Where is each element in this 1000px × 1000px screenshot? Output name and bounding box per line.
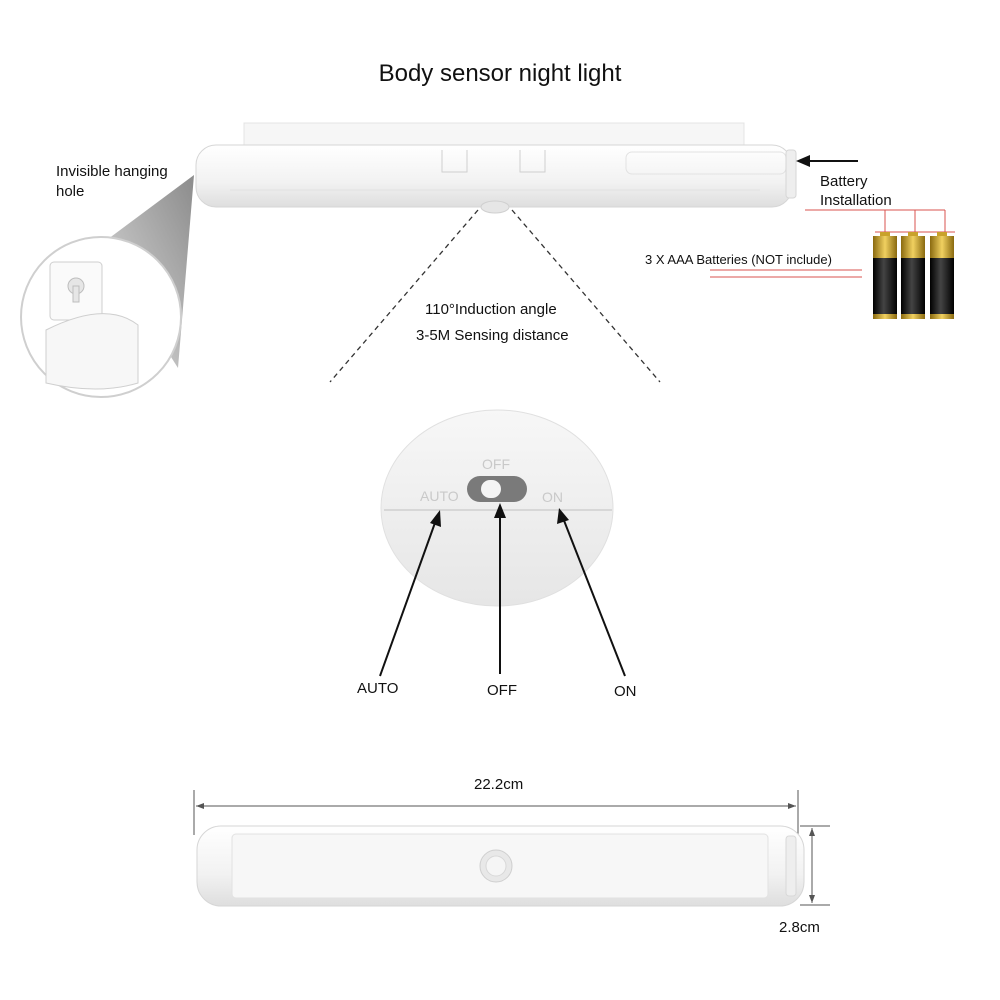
switch-arrows: [379, 503, 626, 677]
aaa-battery-3: [930, 232, 954, 319]
top-light-bar: [195, 122, 797, 214]
page-title: Body sensor night light: [378, 60, 622, 87]
aaa-battery-1: [873, 232, 897, 319]
induction-angle-label: 110°Induction angle: [425, 301, 557, 318]
aaa-battery-2: [901, 232, 925, 319]
hanging-hole-label: Invisible hanging hole: [56, 163, 168, 200]
switch-off-marking: OFF: [482, 456, 510, 472]
bottom-light-bar: [196, 825, 805, 907]
height-label: 2.8cm: [779, 919, 820, 936]
switch-auto-marking: AUTO: [420, 488, 459, 504]
auto-mode-label: AUTO: [357, 680, 399, 697]
induction-angle-lines: [329, 209, 661, 383]
battery-installation-label: Battery Installation: [820, 173, 892, 209]
on-mode-label: ON: [614, 683, 637, 700]
sensing-distance-label: 3-5M Sensing distance: [416, 327, 569, 344]
off-mode-label: OFF: [487, 682, 517, 699]
height-dimension: [800, 825, 830, 906]
length-label: 22.2cm: [474, 776, 524, 793]
length-dimension: [193, 790, 799, 835]
hanging-hole-detail: [20, 236, 182, 398]
switch-closeup: [380, 409, 614, 607]
switch-on-marking: ON: [542, 489, 563, 505]
battery-arrow: [796, 155, 858, 167]
batteries-note: 3 X AAA Batteries (NOT include): [645, 252, 832, 267]
